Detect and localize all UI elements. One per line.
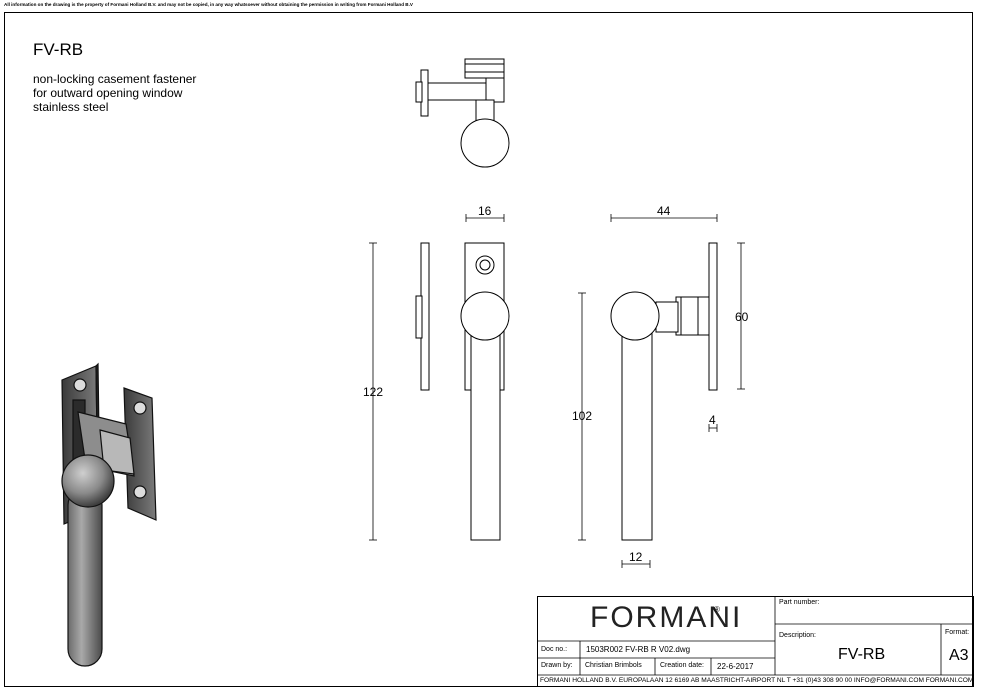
dimension-lines xyxy=(369,214,745,568)
product-code: FV-RB xyxy=(33,40,84,59)
dim-handle-length: 102 xyxy=(572,409,593,423)
part-number-label: Part number: xyxy=(779,599,820,606)
creation-date-label: Creation date: xyxy=(660,662,704,669)
company-footer: FORMANI HOLLAND B.V. EUROPALAAN 12 6169 … xyxy=(540,677,974,684)
doc-no-label: Doc no.: xyxy=(541,646,568,653)
doc-no-value: 1503R002 FV-RB R V02.dwg xyxy=(586,645,691,654)
description-line-2: for outward opening window xyxy=(33,86,183,100)
dim-stem-width: 12 xyxy=(629,550,643,564)
dim-front-width: 16 xyxy=(478,204,492,218)
drawn-by-value: Christian Brimbols xyxy=(585,662,642,669)
front-view xyxy=(415,242,510,541)
description-label: Description: xyxy=(779,632,816,639)
description-line-1: non-locking casement fastener xyxy=(33,72,197,86)
registered-mark: ® xyxy=(714,605,720,614)
description-line-3: stainless steel xyxy=(33,100,109,114)
title-block-lines xyxy=(537,596,974,676)
title-block xyxy=(537,596,974,687)
side-view xyxy=(610,242,718,541)
description-value: FV-RB xyxy=(838,646,886,663)
dim-total-height: 122 xyxy=(363,385,384,399)
dim-plate-thickness: 4 xyxy=(709,413,716,427)
drawn-by-label: Drawn by: xyxy=(541,662,573,669)
creation-date-value: 22-6-2017 xyxy=(717,662,754,671)
format-value: A3 xyxy=(949,647,969,664)
drawing-frame xyxy=(4,12,973,687)
dim-side-depth: 44 xyxy=(657,204,671,218)
brand-logo: FORMANI xyxy=(590,601,743,634)
isometric-render xyxy=(61,362,157,667)
top-view xyxy=(415,58,510,168)
copyright-notice: All information on the drawing is the pr… xyxy=(4,2,413,7)
format-label: Format: xyxy=(945,629,970,636)
dim-plate-height: 60 xyxy=(735,310,749,324)
